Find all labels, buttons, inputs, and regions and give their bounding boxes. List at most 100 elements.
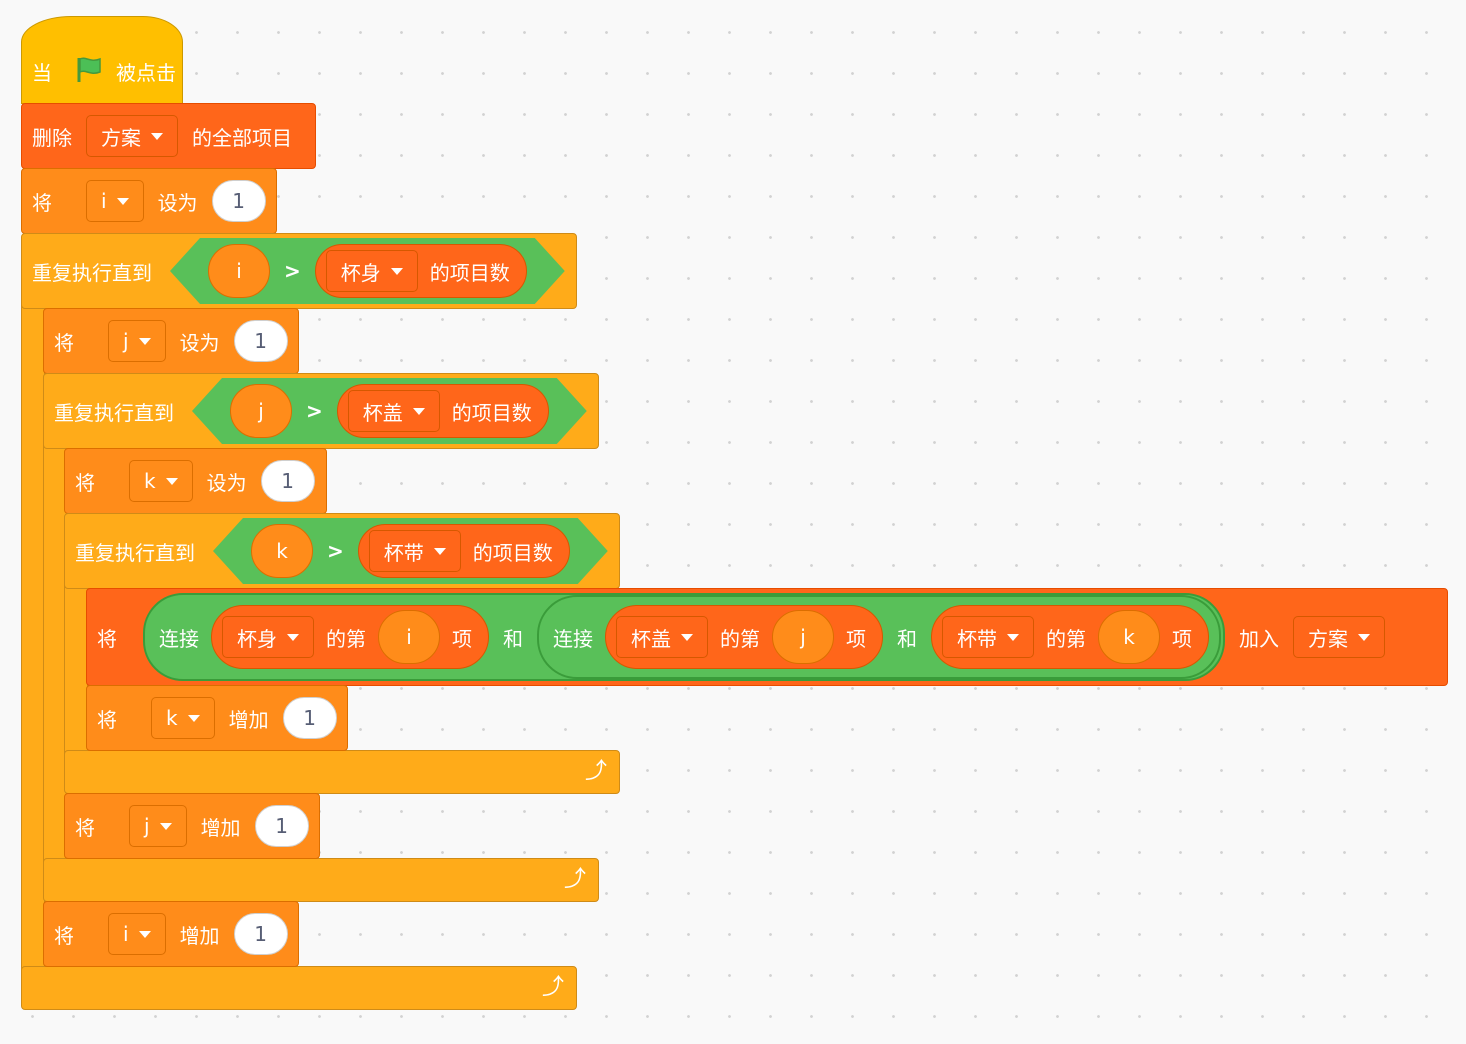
repeat-label: 重复执行直到 xyxy=(54,400,174,425)
repeat-label: 重复执行直到 xyxy=(32,260,152,285)
set-mid: 设为 xyxy=(157,190,198,215)
join-label: 连接 xyxy=(159,626,199,651)
list-item-reporter[interactable]: 杯带 的第 k 项 xyxy=(931,605,1209,669)
set-mid: 设为 xyxy=(206,470,247,495)
value-input[interactable]: 1 xyxy=(233,320,288,362)
greater-than-operator[interactable]: i > 杯身 的项目数 xyxy=(170,238,565,304)
loop-arrow-icon: ⤴ xyxy=(563,867,586,892)
repeat-until-k-block[interactable]: 重复执行直到 k > 杯带 的项目数 xyxy=(64,513,620,589)
caret-down-icon xyxy=(413,408,425,415)
loop-i-bottom[interactable]: ⤴ xyxy=(21,966,577,1010)
list-length-reporter[interactable]: 杯带 的项目数 xyxy=(358,524,570,578)
caret-down-icon xyxy=(434,548,446,555)
nth-text: 的第 xyxy=(1046,626,1086,651)
change-k-block[interactable]: 将 k 增加 1 xyxy=(86,685,348,751)
variable-reporter[interactable]: k xyxy=(251,524,313,578)
variable-dropdown[interactable]: j xyxy=(108,320,166,362)
list-length-reporter[interactable]: 杯身 的项目数 xyxy=(315,244,527,298)
change-mid: 增加 xyxy=(228,707,269,732)
set-mid: 设为 xyxy=(179,330,220,355)
list-dropdown[interactable]: 杯带 xyxy=(942,616,1034,658)
loop-arrow-icon: ⤴ xyxy=(541,975,564,1000)
caret-down-icon xyxy=(165,477,178,485)
value-input[interactable]: 1 xyxy=(211,180,266,222)
add-to-text: 加入 xyxy=(1239,626,1279,651)
greater-than-operator[interactable]: k > 杯带 的项目数 xyxy=(213,518,608,584)
caret-down-icon xyxy=(391,268,403,275)
and-text: 和 xyxy=(897,626,917,651)
value-input[interactable]: 1 xyxy=(254,805,309,847)
list-dropdown[interactable]: 杯身 xyxy=(326,250,418,292)
variable-reporter[interactable]: i xyxy=(378,610,440,664)
caret-down-icon xyxy=(138,337,151,345)
caret-down-icon xyxy=(187,714,200,722)
operator-symbol: > xyxy=(306,399,323,423)
delete-suffix: 的全部项目 xyxy=(192,125,292,150)
variable-dropdown[interactable]: k xyxy=(129,460,193,502)
list-item-reporter[interactable]: 杯身 的第 i 项 xyxy=(211,605,489,669)
list-dropdown[interactable]: 方案 xyxy=(86,115,178,157)
when-flag-clicked-block[interactable]: 当 被点击 xyxy=(21,16,183,104)
nth-text: 的第 xyxy=(720,626,760,651)
set-label: 将 xyxy=(75,470,95,495)
change-mid: 增加 xyxy=(179,923,220,948)
list-dropdown[interactable]: 杯盖 xyxy=(616,616,708,658)
join-operator-outer[interactable]: 连接 杯身 的第 i 项 和 连接 杯盖 的第 j 项 和 杯带 的第 k 项 xyxy=(143,593,1225,681)
value-input[interactable]: 1 xyxy=(260,460,315,502)
value-input[interactable]: 1 xyxy=(233,913,288,955)
and-text: 和 xyxy=(503,626,523,651)
caret-down-icon xyxy=(159,822,172,830)
list-item-reporter[interactable]: 杯盖 的第 j 项 xyxy=(605,605,883,669)
item-text: 项 xyxy=(452,626,472,651)
variable-dropdown[interactable]: i xyxy=(108,913,166,955)
variable-reporter[interactable]: i xyxy=(208,244,270,298)
delete-prefix: 删除 xyxy=(32,125,72,150)
loop-k-bottom[interactable]: ⤴ xyxy=(64,750,620,794)
join-label: 连接 xyxy=(553,626,593,651)
add-to-list-block[interactable]: 将 连接 杯身 的第 i 项 和 连接 杯盖 的第 j 项 和 杯带 的第 k … xyxy=(86,588,1448,686)
item-text: 项 xyxy=(1172,626,1192,651)
list-length-text: 的项目数 xyxy=(451,400,532,425)
set-label: 将 xyxy=(32,190,52,215)
greater-than-operator[interactable]: j > 杯盖 的项目数 xyxy=(192,378,587,444)
change-i-block[interactable]: 将 i 增加 1 xyxy=(43,901,299,967)
hat-clicked-text: 被点击 xyxy=(116,60,176,85)
loop-i-arm xyxy=(21,300,45,972)
loop-k-arm xyxy=(64,580,88,756)
hat-when-text: 当 xyxy=(32,60,52,85)
set-k-block[interactable]: 将 k 设为 1 xyxy=(64,448,327,514)
variable-reporter[interactable]: j xyxy=(772,610,834,664)
repeat-until-i-block[interactable]: 重复执行直到 i > 杯身 的项目数 xyxy=(21,233,577,309)
list-length-text: 的项目数 xyxy=(472,540,553,565)
list-dropdown[interactable]: 杯带 xyxy=(369,530,461,572)
caret-down-icon xyxy=(138,930,151,938)
change-j-block[interactable]: 将 j 增加 1 xyxy=(64,793,320,859)
loop-j-bottom[interactable]: ⤴ xyxy=(43,858,599,902)
list-dropdown[interactable]: 杯身 xyxy=(222,616,314,658)
nth-text: 的第 xyxy=(326,626,366,651)
caret-down-icon xyxy=(151,132,163,140)
caret-down-icon xyxy=(681,633,693,641)
operator-symbol: > xyxy=(327,539,344,563)
green-flag-icon xyxy=(74,54,104,89)
add-label: 将 xyxy=(97,626,117,651)
join-operator-inner[interactable]: 连接 杯盖 的第 j 项 和 杯带 的第 k 项 xyxy=(537,595,1221,679)
variable-reporter[interactable]: k xyxy=(1098,610,1160,664)
change-label: 将 xyxy=(75,815,95,840)
list-dropdown[interactable]: 杯盖 xyxy=(348,390,440,432)
set-i-block[interactable]: 将 i 设为 1 xyxy=(21,168,277,234)
variable-reporter[interactable]: j xyxy=(230,384,292,438)
list-length-reporter[interactable]: 杯盖 的项目数 xyxy=(337,384,549,438)
set-j-block[interactable]: 将 j 设为 1 xyxy=(43,308,299,374)
variable-dropdown[interactable]: k xyxy=(151,697,215,739)
variable-dropdown[interactable]: j xyxy=(129,805,187,847)
delete-all-block[interactable]: 删除 方案 的全部项目 xyxy=(21,103,316,169)
change-label: 将 xyxy=(97,707,117,732)
list-length-text: 的项目数 xyxy=(429,260,510,285)
target-list-dropdown[interactable]: 方案 xyxy=(1293,616,1385,658)
variable-dropdown[interactable]: i xyxy=(86,180,144,222)
caret-down-icon xyxy=(1358,633,1370,641)
caret-down-icon xyxy=(287,633,299,641)
value-input[interactable]: 1 xyxy=(282,697,337,739)
repeat-until-j-block[interactable]: 重复执行直到 j > 杯盖 的项目数 xyxy=(43,373,599,449)
